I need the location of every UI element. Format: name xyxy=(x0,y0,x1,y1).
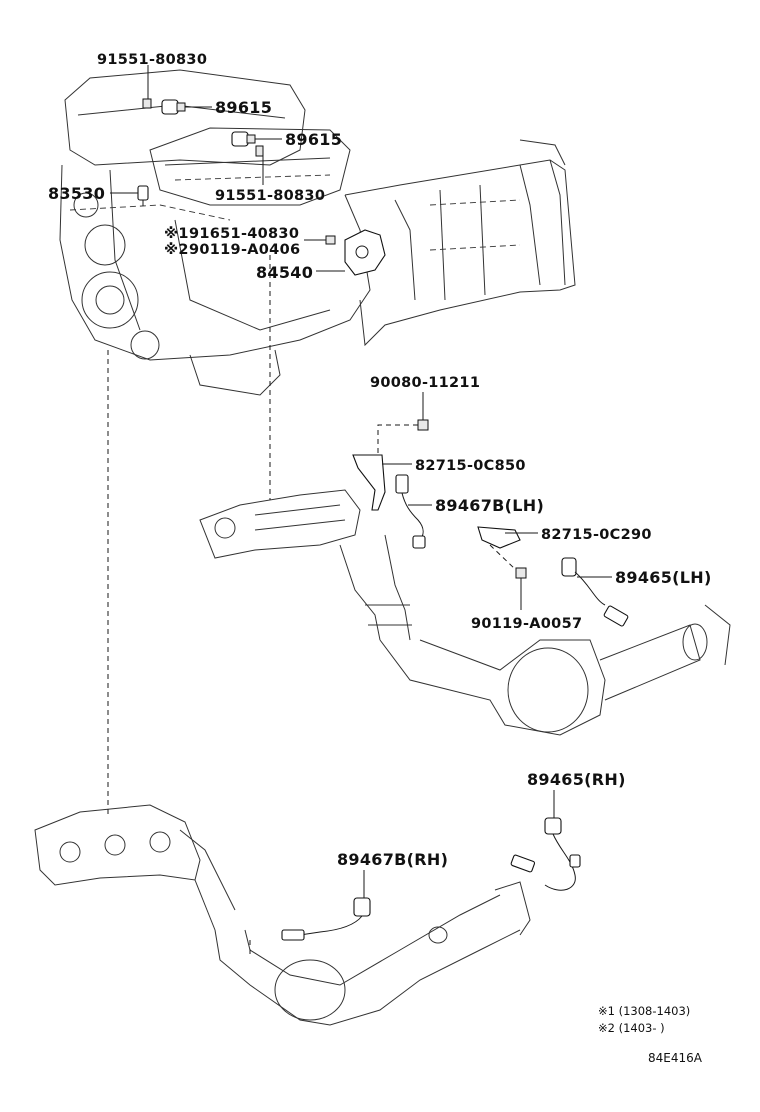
label-91651: 91651-40830 xyxy=(189,226,299,242)
lh-leaders xyxy=(377,392,612,610)
rh-sensor-parts xyxy=(281,817,581,941)
rh-leaders xyxy=(363,790,555,898)
label-89465-lh: 89465(LH) xyxy=(615,568,712,587)
label-mark-1: ※1 xyxy=(164,226,189,242)
label-89467b-lh: 89467B(LH) xyxy=(435,496,544,515)
note-2: ※2 (1403- ) xyxy=(598,1021,665,1035)
part-labels: 91551-80830 89615 89615 91551-80830 8353… xyxy=(48,52,712,869)
label-89467b-rh: 89467B(RH) xyxy=(337,850,448,869)
label-89615-top: 89615 xyxy=(215,98,272,117)
engine-assembly xyxy=(59,69,576,396)
label-89615-mid: 89615 xyxy=(285,130,342,149)
rh-exhaust-assembly xyxy=(34,804,531,1026)
label-90119-a0057: 90119-A0057 xyxy=(471,616,582,632)
connection-lines xyxy=(107,255,271,955)
label-82715-0c290: 82715-0C290 xyxy=(541,527,652,543)
label-91551-top: 91551-80830 xyxy=(97,52,207,68)
engine-parts xyxy=(137,98,386,276)
footnotes: ※1 (1308-1403) ※2 (1403- ) 84E416A xyxy=(598,1004,703,1065)
label-89465-rh: 89465(RH) xyxy=(527,770,626,789)
label-90080: 90080-11211 xyxy=(370,375,480,391)
engine-leaders xyxy=(110,65,345,272)
label-82715-0c850: 82715-0C850 xyxy=(415,458,526,474)
label-84540: 84540 xyxy=(256,263,313,282)
label-90119-a0406: 90119-A0406 xyxy=(189,242,300,258)
note-1: ※1 (1308-1403) xyxy=(598,1004,690,1018)
diagram-code: 84E416A xyxy=(648,1051,703,1065)
label-83530: 83530 xyxy=(48,184,105,203)
lh-sensor-parts xyxy=(352,419,629,627)
label-mark-2: ※2 xyxy=(164,242,189,258)
label-91551-mid: 91551-80830 xyxy=(215,188,325,204)
